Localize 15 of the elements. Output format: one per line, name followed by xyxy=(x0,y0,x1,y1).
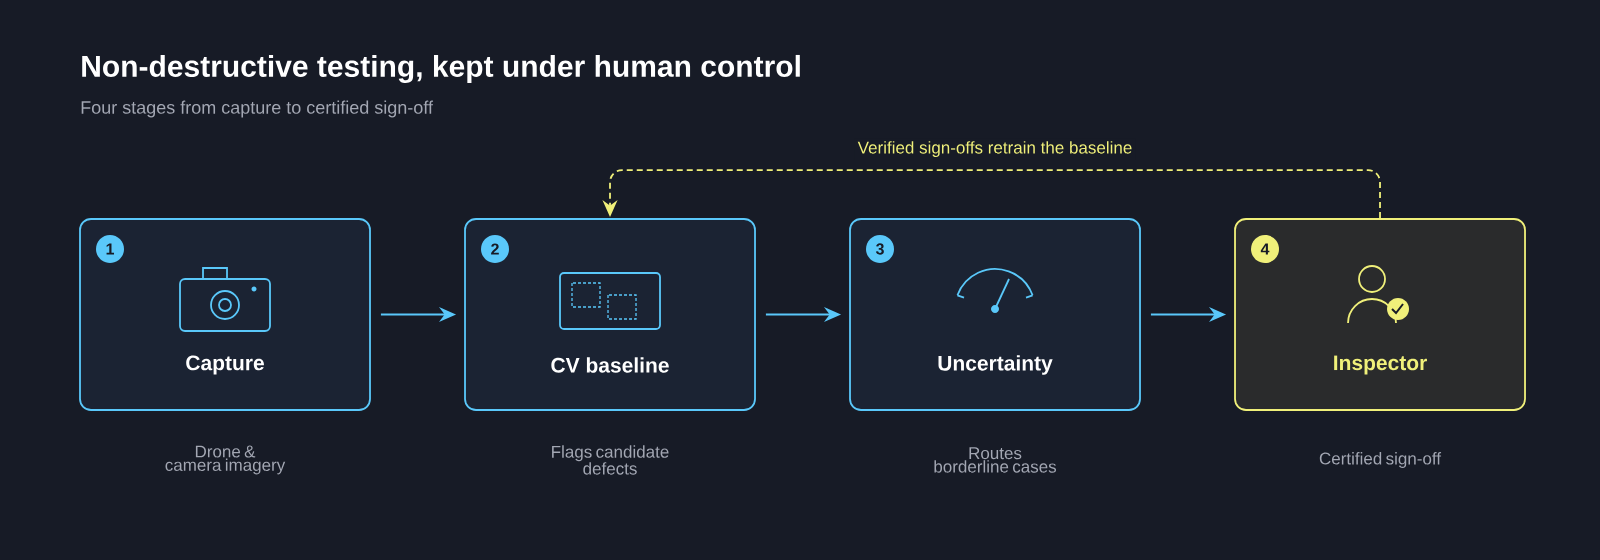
step-label: Inspector xyxy=(1334,355,1427,375)
edge-label: Verified sign-offs retrain the baseline xyxy=(857,141,1132,157)
step-number-badge: 3 xyxy=(866,235,894,263)
step-label: Capture xyxy=(186,355,264,375)
step-label: Uncertainty xyxy=(938,355,1053,375)
title: Non-destructive testing, kept under human control xyxy=(82,54,800,84)
step-description: Flags candidate defects xyxy=(552,445,669,475)
step-number-badge: 4 xyxy=(1251,235,1279,263)
subtitle: Four stages from capture to certified sign-off xyxy=(81,100,434,118)
step-description: Drone & camera imagery xyxy=(165,445,286,475)
step-number-badge: 2 xyxy=(481,235,509,263)
step-number-badge: 1 xyxy=(96,235,124,263)
step-label: CV baseline xyxy=(551,357,669,373)
step-description: Certified sign-off xyxy=(1319,452,1442,468)
step-description: Routes borderline cases xyxy=(934,447,1057,473)
